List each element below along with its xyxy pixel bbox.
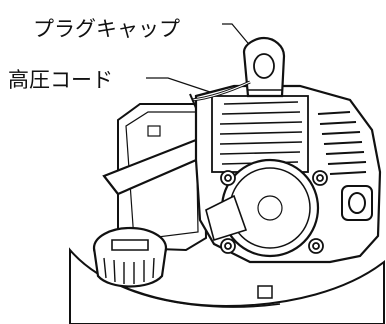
bolt-bottom-left-center [224,242,232,250]
air-cleaner-clip [147,125,161,137]
plug-cap-hole [253,53,275,79]
plug-cap-label: プラグキャップ [33,17,180,41]
side-vent-slots [317,111,367,175]
fuel-cap-body [92,247,168,288]
bottom-tab [257,285,273,299]
cord-clip [189,93,197,109]
bolt-bottom-right-center [312,242,320,250]
side-knob [348,192,366,214]
high-voltage-cord-core [191,81,251,101]
high-voltage-cord-label: 高圧コード [8,68,113,92]
high-voltage-cord-leader-line [146,77,223,97]
bolt-top-left-center [224,174,232,182]
throttle-lever-end [103,175,119,195]
recoil-hub [257,195,283,221]
carburetor [205,194,248,242]
fuel-cap-grip [111,239,149,251]
bolt-top-right-center [316,174,324,182]
bolts [220,170,328,254]
fuel-cap-ridges [103,257,155,284]
bottom-housing-contour [119,285,281,308]
